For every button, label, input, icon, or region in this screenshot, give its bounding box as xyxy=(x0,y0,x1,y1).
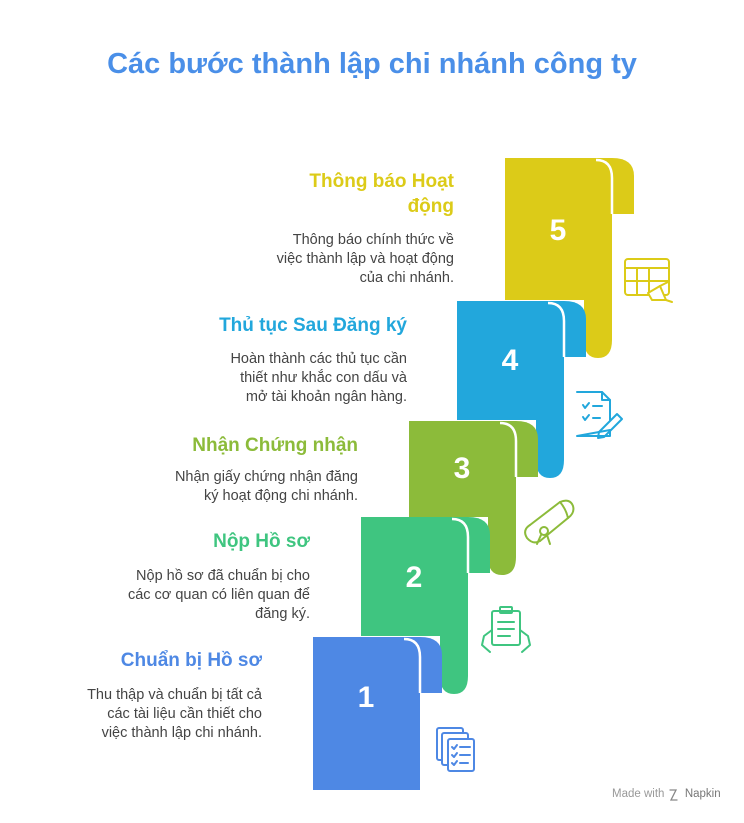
step-3-title-line: Nhận Chứng nhận xyxy=(192,435,358,456)
step-3-description-line: ký hoạt động chi nhánh. xyxy=(204,488,358,504)
step-3-number: 3 xyxy=(454,452,471,485)
step-1-title-line: Chuẩn bị Hồ sơ xyxy=(120,650,262,671)
step-4-description-line: thiết như khắc con dấu và xyxy=(240,370,407,386)
step-5-description-line: của chi nhánh. xyxy=(359,270,454,286)
step-4-number: 4 xyxy=(502,344,519,377)
step-1-description: Thu thập và chuẩn bị tất cả các tài liệu… xyxy=(2,686,262,743)
step-5-description: Thông báo chính thức về việc thành lập v… xyxy=(194,231,454,288)
page-title: Các bước thành lập chi nhánh công ty xyxy=(107,48,637,80)
step-4-description-line: mở tài khoản ngân hàng. xyxy=(245,389,407,405)
step-1-description-line: các tài liệu cần thiết cho xyxy=(107,706,262,722)
step-4-title-line: Thủ tục Sau Đăng ký xyxy=(219,315,407,336)
step-1-banner: 1 xyxy=(313,637,442,790)
step-5-description-line: việc thành lập và hoạt động xyxy=(276,251,454,267)
step-5-title-line: Thông báo Hoạt xyxy=(309,171,454,192)
step-1-description-line: Thu thập và chuẩn bị tất cả xyxy=(87,687,262,703)
step-3-description-line: Nhận giấy chứng nhận đăng xyxy=(174,469,358,485)
step-2-description-line: các cơ quan có liên quan để xyxy=(127,587,310,603)
step-2-description-line: Nộp hồ sơ đã chuẩn bị cho xyxy=(136,568,310,584)
footer-brand: Napkin xyxy=(684,788,721,800)
footer-made-with: Made with xyxy=(612,788,665,800)
step-4-description: Hoàn thành các thủ tục cần thiết như khắ… xyxy=(147,350,407,407)
napkin-logo-icon xyxy=(669,789,678,801)
step-2-description-line: đăng ký. xyxy=(255,606,310,622)
step-2-description: Nộp hồ sơ đã chuẩn bị cho các cơ quan có… xyxy=(50,567,310,624)
step-4-title: Thủ tục Sau Đăng ký xyxy=(107,313,407,338)
hands-clipboard-icon xyxy=(481,606,531,653)
step-2-title-line: Nộp Hồ sơ xyxy=(213,531,310,552)
diploma-icon xyxy=(524,499,575,545)
step-2-title: Nộp Hồ sơ xyxy=(50,529,310,554)
step-5-description-line: Thông báo chính thức về xyxy=(292,232,454,248)
footer-credit: Made with Napkin xyxy=(612,788,721,800)
step-5-number: 5 xyxy=(550,214,567,247)
step-1-title: Chuẩn bị Hồ sơ xyxy=(22,648,262,673)
documents-checklist-icon xyxy=(436,727,475,772)
step-4-description-line: Hoàn thành các thủ tục cần xyxy=(230,351,407,367)
document-pen-icon xyxy=(576,391,623,439)
step-2-number: 2 xyxy=(406,561,423,594)
step-3-title: Nhận Chứng nhận xyxy=(58,433,358,458)
step-3-description: Nhận giấy chứng nhận đăng ký hoạt động c… xyxy=(98,468,358,506)
step-5-banner: 5 xyxy=(505,158,634,358)
step-1-number: 1 xyxy=(358,681,375,714)
step-5-title: Thông báo Hoạt động xyxy=(214,169,454,219)
step-5-title-line: động xyxy=(407,196,454,217)
calendar-megaphone-icon xyxy=(624,258,673,303)
step-1-description-line: việc thành lập chi nhánh. xyxy=(101,725,262,741)
